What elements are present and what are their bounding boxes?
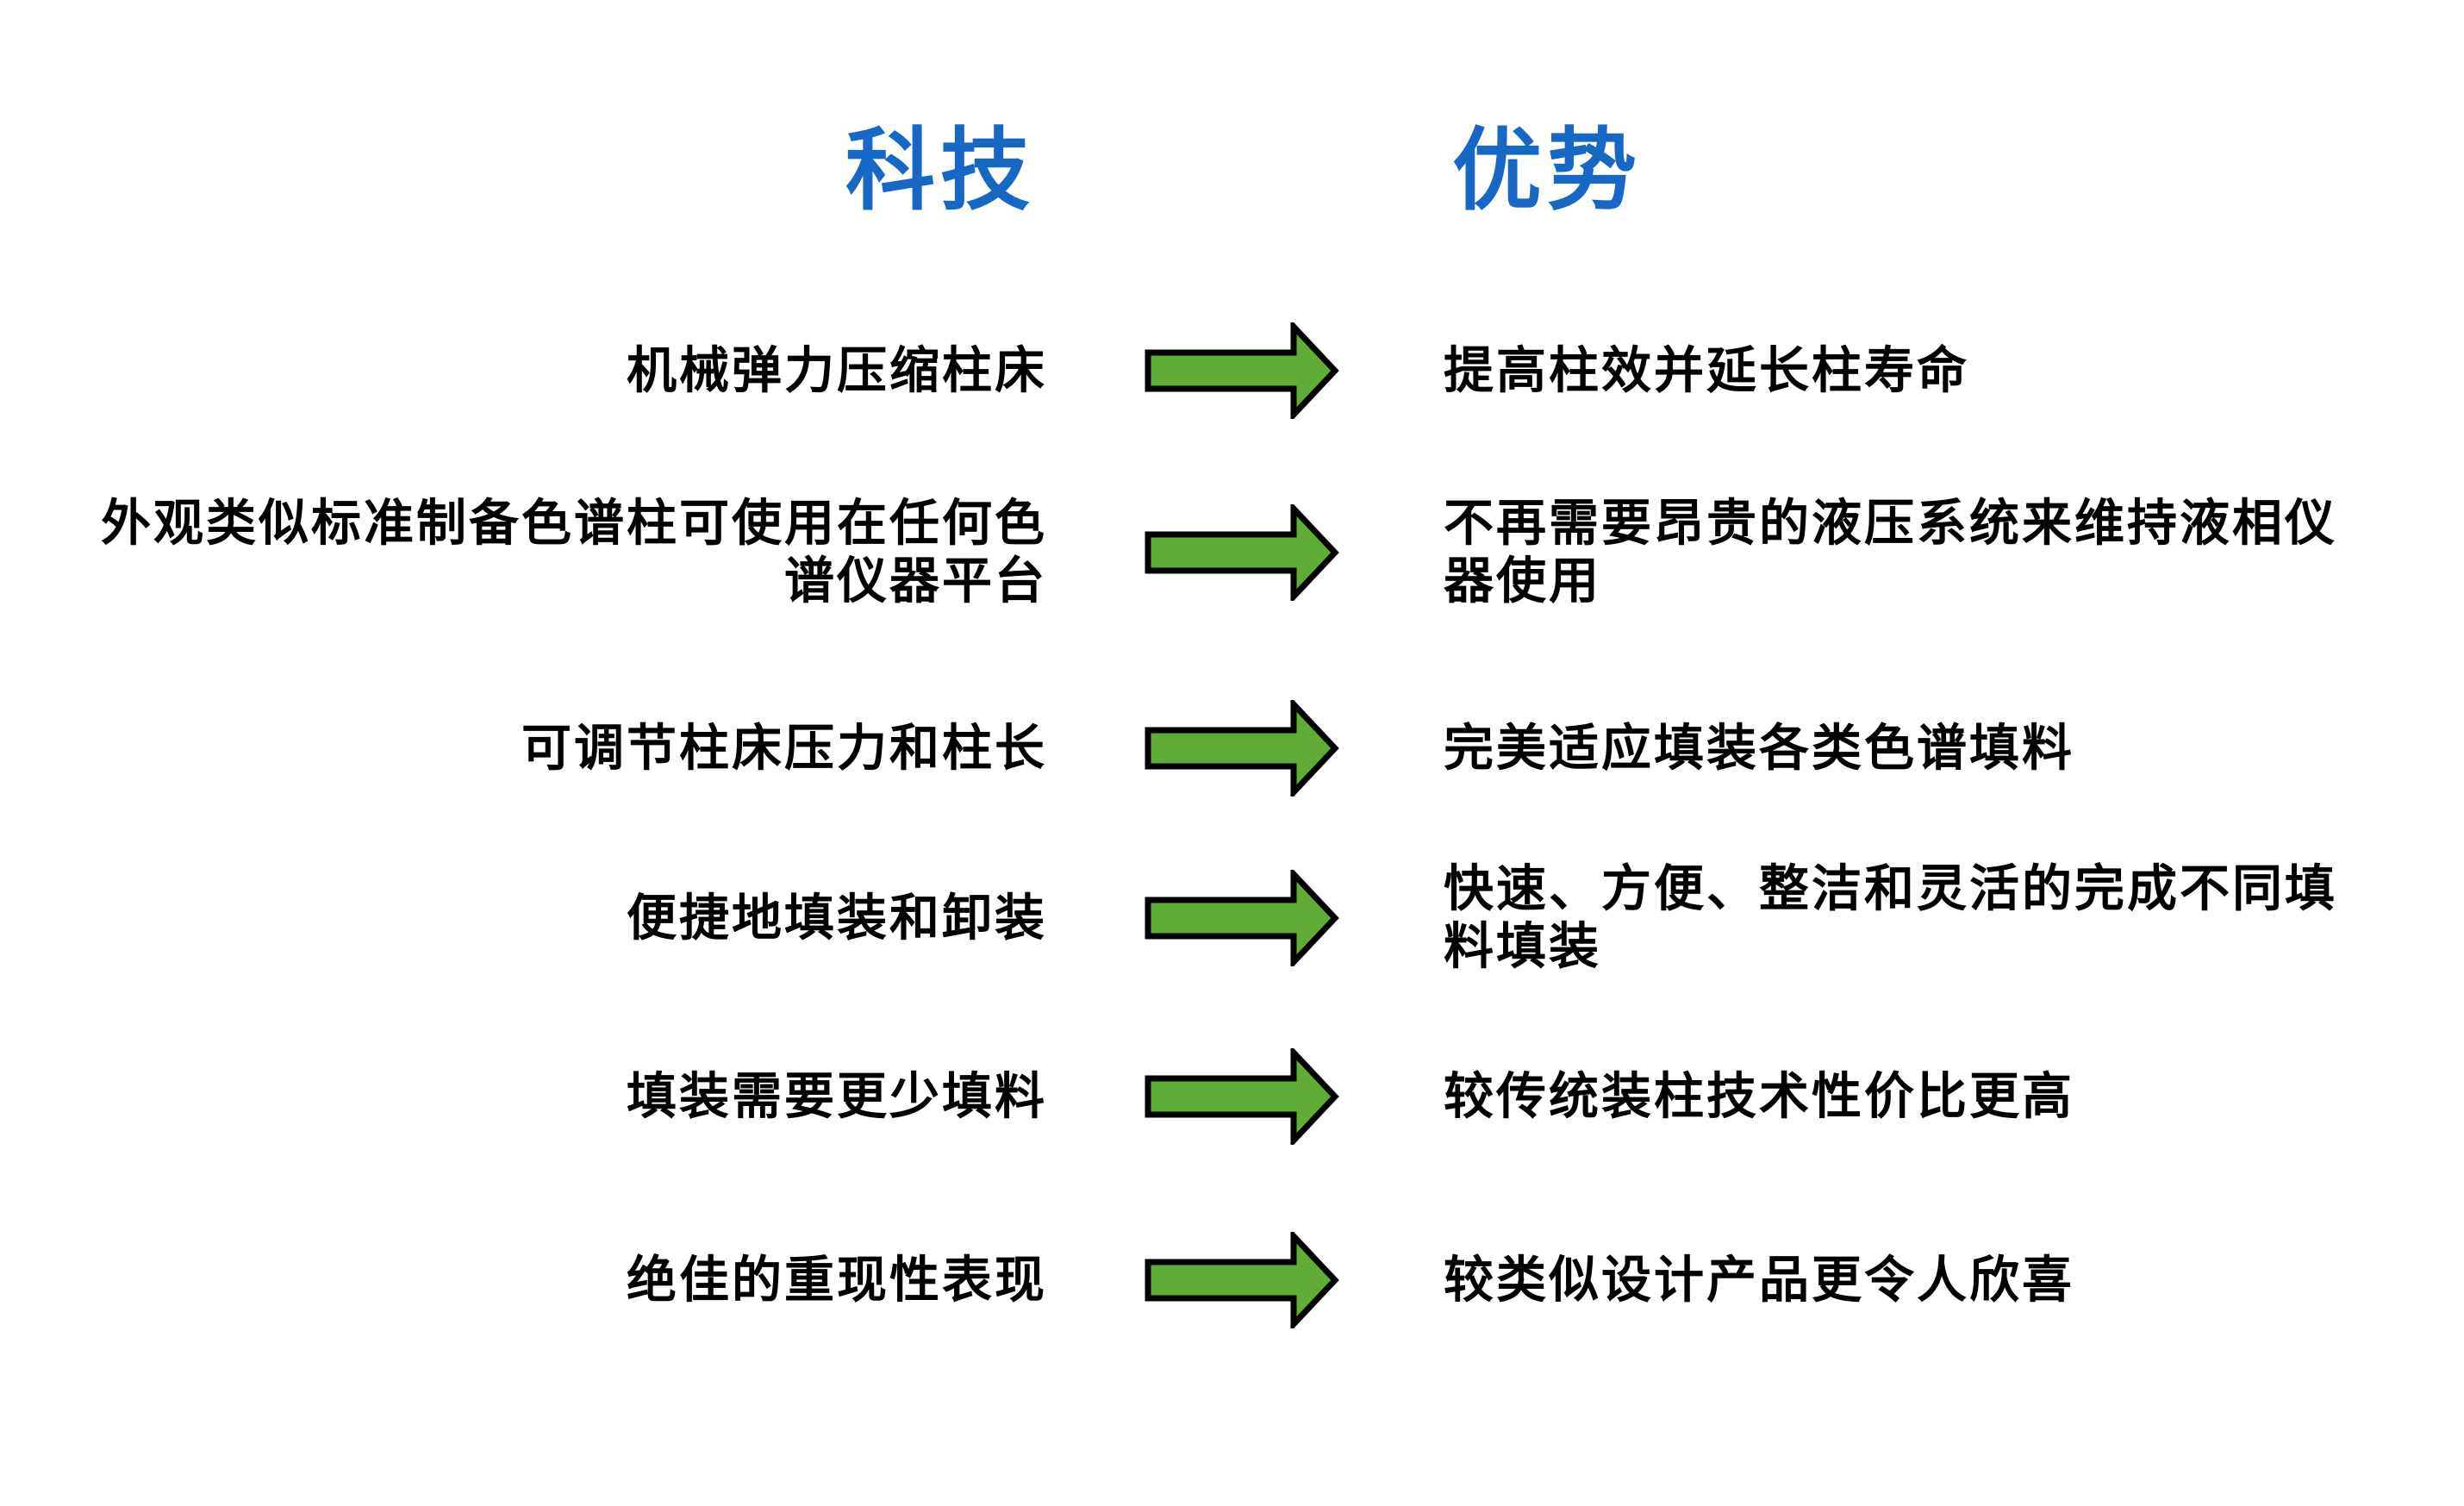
technology-label: 外观类似标准制备色谱柱可使用在任何色 谱仪器平台 [100, 495, 1047, 609]
technology-label: 便捷地填装和卸装 [626, 890, 1047, 947]
advantage-label: 较传统装柱技术性价比更高 [1444, 1068, 2075, 1125]
technology-label: 可调节柱床压力和柱长 [521, 720, 1047, 777]
right-arrow-icon [1145, 700, 1339, 797]
right-arrow-icon [1145, 322, 1339, 419]
advantage-label: 较类似设计产品更令人欣喜 [1444, 1252, 2075, 1309]
right-arrow-icon [1145, 1048, 1339, 1145]
advantage-label: 完美适应填装各类色谱填料 [1444, 720, 2075, 777]
right-arrow-icon [1145, 504, 1339, 601]
technology-label: 机械弹力压缩柱床 [626, 342, 1047, 399]
column-header-advantage: 优势 [1451, 121, 1643, 222]
technology-label: 绝佳的重现性表现 [626, 1252, 1047, 1309]
advantage-label: 快速、方便、整洁和灵活的完成不同填 料填装 [1444, 860, 2338, 975]
technology-label: 填装需要更少填料 [626, 1068, 1047, 1125]
right-arrow-icon [1145, 1232, 1339, 1328]
advantage-label: 提高柱效并延长柱寿命 [1444, 342, 1970, 399]
column-header-technology: 科技 [845, 121, 1036, 222]
advantage-label: 不再需要昂贵的液压系统来维持液相仪 器使用 [1444, 495, 2338, 609]
right-arrow-icon [1145, 870, 1339, 966]
